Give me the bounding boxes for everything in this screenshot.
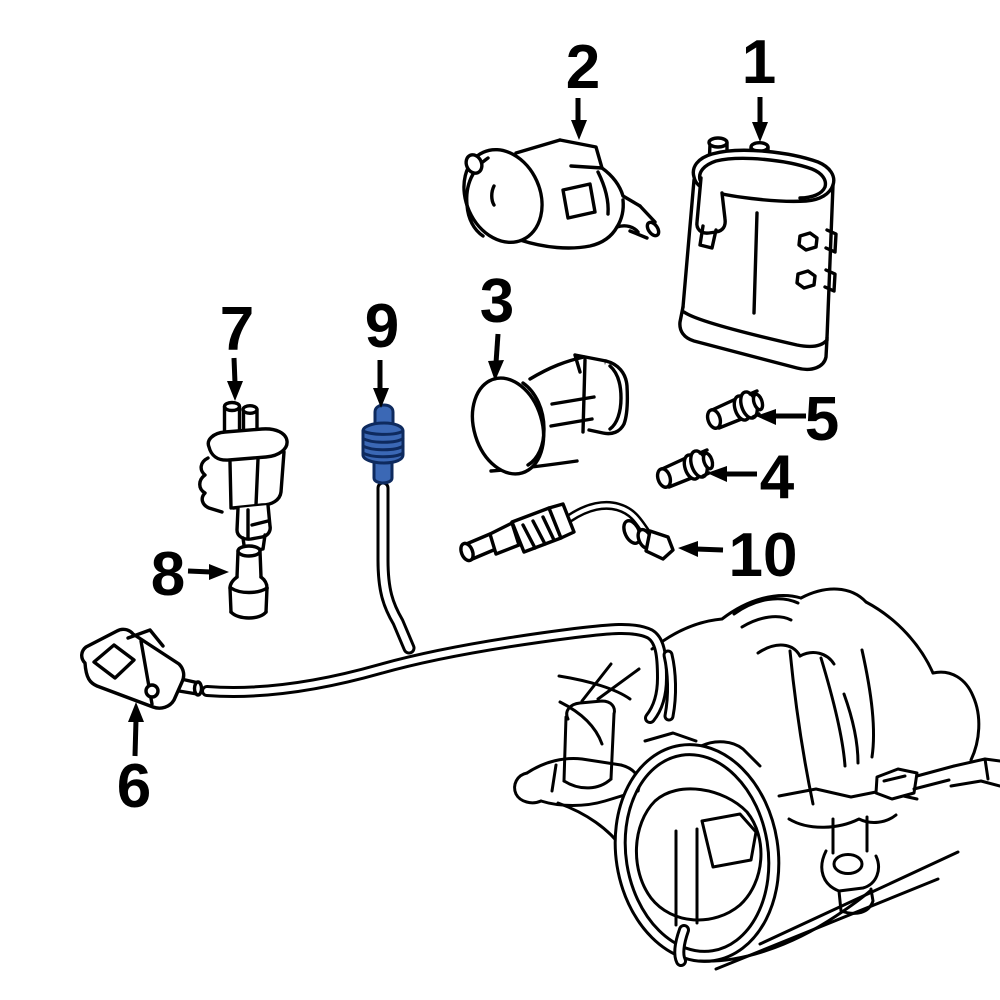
part-9-check-valve-highlighted[interactable]	[361, 403, 405, 485]
valve-connector	[235, 503, 272, 541]
frame-rail-line-lower	[714, 877, 940, 971]
vacuum-hose	[201, 622, 677, 724]
canister-hex-boss-1	[797, 231, 819, 252]
callout-arrow-7	[231, 357, 238, 384]
canister-seam	[752, 211, 759, 315]
canister-right-edge	[825, 183, 835, 340]
check-valve-bottom-stem	[372, 460, 394, 485]
frame-rail-line-upper	[758, 850, 960, 946]
callout-label-10[interactable]: 10	[729, 521, 798, 590]
pump-outlet-nipple	[645, 220, 661, 238]
engine-bolt-hole	[832, 853, 864, 875]
callout-label-4[interactable]: 4	[760, 443, 795, 512]
canister-strap	[695, 176, 727, 235]
part-7-valve[interactable]	[198, 400, 289, 554]
callout-9[interactable]: 9	[365, 292, 399, 408]
engine-assembly-illustration	[513, 587, 1000, 971]
sensor-window	[92, 643, 136, 680]
canister-hex-boss-2	[795, 269, 817, 290]
callout-label-8[interactable]: 8	[151, 540, 185, 609]
callout-arrow-3	[493, 333, 501, 364]
callout-label-2[interactable]: 2	[566, 33, 600, 102]
callout-arrow-10	[695, 546, 724, 553]
callout-7[interactable]: 7	[220, 295, 254, 401]
callout-arrow-8	[187, 568, 212, 575]
callout-label-3[interactable]: 3	[480, 267, 514, 336]
engine-hose-loop	[613, 743, 781, 967]
callout-label-7[interactable]: 7	[220, 295, 254, 364]
canister-left-edge	[681, 178, 696, 309]
sensor-hole	[144, 683, 160, 699]
engine-pump-mass	[634, 787, 763, 927]
callout-3[interactable]: 3	[480, 267, 514, 381]
pump-front-nipple	[464, 153, 484, 175]
part-6-sensor[interactable]	[80, 627, 204, 710]
canister-base	[678, 305, 829, 372]
check-valve-tube	[376, 481, 416, 655]
check-valve-top-stem	[373, 403, 395, 429]
part-2-leak-detection-pump[interactable]	[450, 137, 661, 255]
callout-6[interactable]: 6	[117, 702, 151, 821]
pump-window	[561, 182, 597, 220]
callout-4[interactable]: 4	[707, 443, 795, 512]
callout-label-9[interactable]: 9	[365, 292, 399, 361]
air-pump-front-disc	[470, 376, 546, 476]
part-3-air-pump[interactable]	[461, 353, 630, 483]
callout-label-6[interactable]: 6	[117, 752, 151, 821]
engine-outline-strokes	[513, 587, 981, 851]
part-10-oxygen-sensor[interactable]	[459, 500, 675, 563]
callout-arrow-6	[132, 719, 139, 757]
part-8-cap[interactable]	[228, 544, 269, 620]
callout-label-5[interactable]: 5	[805, 385, 839, 454]
part-4-fitting[interactable]	[655, 448, 715, 489]
callout-10[interactable]: 10	[678, 521, 797, 590]
engine-right-details	[698, 757, 1000, 971]
callout-5[interactable]: 5	[756, 385, 839, 454]
part-1-evap-canister[interactable]	[678, 136, 838, 372]
o2-sensor-connector	[644, 529, 675, 561]
callout-8[interactable]: 8	[151, 540, 229, 609]
callout-label-1[interactable]: 1	[742, 28, 776, 97]
part-5-fitting[interactable]	[705, 389, 765, 430]
callout-1[interactable]: 1	[742, 28, 776, 142]
sensor-nipple-end	[192, 680, 204, 697]
o2-sensor-tip	[459, 541, 475, 563]
pump-top-block	[558, 138, 604, 170]
valve-flange	[206, 427, 289, 462]
callout-2[interactable]: 2	[566, 33, 600, 140]
